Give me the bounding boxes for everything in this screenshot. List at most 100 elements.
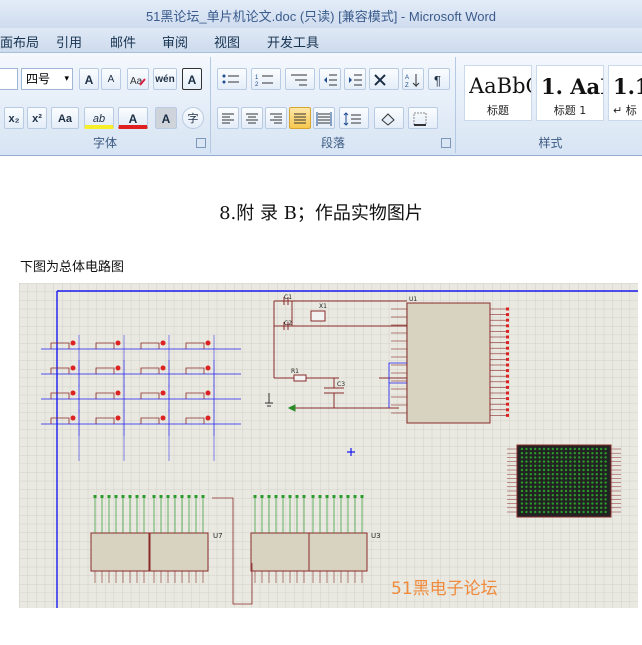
tab-page-layout[interactable]: 面布局 — [0, 36, 40, 51]
c3-label: C3 — [337, 381, 345, 388]
align-right-icon — [270, 113, 282, 124]
led-matrix-dots — [507, 447, 621, 514]
font-group: 四号 ▾ A A Aa wén A x₂ x² Aa ab A A 字 字体 — [0, 57, 211, 153]
font-group-label: 字体 — [92, 136, 117, 150]
figure-caption: 下图为总体电路图 — [20, 260, 125, 275]
distribute-button[interactable] — [313, 107, 335, 129]
tab-developer[interactable]: 开发工具 — [267, 36, 320, 51]
appendix-heading: 8.附 录 B；作品实物图片 — [219, 203, 423, 224]
x1-label: X1 — [319, 303, 327, 310]
clear-format-button[interactable]: Aa — [127, 68, 149, 90]
paragraph-group-label: 段落 — [320, 136, 345, 150]
led-matrix — [516, 444, 612, 518]
forum-watermark: 51黑电子论坛 — [391, 579, 498, 599]
chevron-down-icon: ▾ — [64, 74, 69, 84]
multilevel-list-icon — [291, 74, 307, 86]
tab-review[interactable]: 审阅 — [162, 36, 189, 51]
svg-text:Aa: Aa — [130, 76, 143, 87]
shift-register-chips — [90, 495, 368, 583]
svg-text:1: 1 — [255, 75, 259, 81]
borders-button[interactable] — [408, 107, 438, 129]
numbered-list-icon: 12 — [255, 75, 273, 88]
align-left-icon — [222, 113, 234, 124]
asian-layout-button[interactable] — [369, 68, 399, 90]
ribbon: 四号 ▾ A A Aa wén A x₂ x² Aa ab A A 字 字体 1… — [0, 53, 642, 156]
change-case-button[interactable]: Aa — [51, 107, 79, 129]
align-center-icon — [246, 113, 258, 124]
sort-icon: AZ — [405, 74, 420, 89]
svg-text:2: 2 — [255, 82, 259, 88]
justify-button[interactable] — [289, 107, 311, 129]
pilcrow-icon: ¶ — [434, 73, 441, 88]
u7-label: U7 — [213, 532, 223, 540]
dialog-launcher-icon[interactable] — [196, 138, 206, 148]
style-name: 标题 1 — [553, 104, 587, 117]
circuit-diagram-image: C1 C2 X1 R1 C3 U1 U7 U3 51黑电子论坛 — [19, 283, 638, 608]
mcu-pins — [391, 307, 509, 417]
styles-group-label: 样式 — [538, 136, 563, 150]
bullet-list-icon — [222, 74, 239, 84]
tab-references[interactable]: 引用 — [56, 36, 83, 51]
char-shading-button[interactable]: A — [155, 107, 177, 129]
font-size-combo[interactable]: 四号 ▾ — [21, 68, 73, 90]
distribute-icon — [316, 112, 332, 126]
c1-label: C1 — [284, 294, 292, 301]
mcu-chip — [406, 302, 491, 424]
subscript-button[interactable]: x₂ — [4, 107, 24, 129]
line-spacing-icon — [343, 112, 361, 126]
shading-button[interactable] — [374, 107, 404, 129]
title-bar: 51黑论坛_单片机论文.doc (只读) [兼容模式] - Microsoft … — [0, 0, 642, 28]
bullets-button[interactable] — [217, 68, 247, 90]
increase-indent-button[interactable] — [344, 68, 366, 90]
borders-icon — [413, 112, 427, 126]
r1-label: R1 — [291, 368, 299, 375]
tab-view[interactable]: 视图 — [214, 36, 241, 51]
paint-bucket-icon — [381, 113, 395, 126]
multilevel-list-button[interactable] — [285, 68, 315, 90]
style-heading-1[interactable]: 1. AaI 标题 1 — [536, 65, 604, 121]
justify-icon — [294, 113, 306, 124]
align-left-button[interactable] — [217, 107, 239, 129]
svg-text:¶: ¶ — [434, 73, 441, 88]
style-sample: 1. AaI — [541, 74, 603, 99]
document-page[interactable]: 8.附 录 B；作品实物图片 下图为总体电路图 C1 C2 X1 R1 — [0, 156, 642, 645]
decrease-indent-button[interactable] — [319, 68, 341, 90]
u1-label: U1 — [409, 296, 417, 303]
keypad-matrix — [41, 335, 241, 461]
style-title[interactable]: AaBbC 标题 — [464, 65, 532, 121]
style-name: 标题 — [487, 104, 509, 117]
style-sample: 1.1 — [613, 74, 642, 99]
align-right-button[interactable] — [265, 107, 287, 129]
increase-indent-icon — [349, 74, 362, 86]
align-center-button[interactable] — [241, 107, 263, 129]
decrease-indent-icon — [324, 74, 337, 86]
svg-text:A: A — [405, 75, 409, 81]
grow-font-button[interactable]: A — [79, 68, 99, 90]
font-size-value: 四号 — [26, 72, 51, 86]
shrink-font-button[interactable]: A — [101, 68, 121, 90]
window-title: 51黑论坛_单片机论文.doc (只读) [兼容模式] - Microsoft … — [145, 9, 497, 24]
phonetic-guide-button[interactable]: wén — [153, 68, 177, 90]
svg-text:Z: Z — [405, 83, 409, 88]
font-name-combo-tail[interactable] — [0, 68, 18, 90]
style-sample: AaBbC — [469, 74, 531, 98]
superscript-button[interactable]: x² — [27, 107, 47, 129]
styles-group: AaBbC 标题 1. AaI 标题 1 1.1 ↵ 标 样式 — [459, 57, 642, 153]
char-border-button[interactable]: A — [182, 68, 202, 90]
style-heading-2[interactable]: 1.1 ↵ 标 — [608, 65, 642, 121]
highlight-button[interactable]: ab — [84, 107, 114, 129]
dialog-launcher-icon[interactable] — [441, 138, 451, 148]
show-marks-button[interactable]: ¶ — [428, 68, 450, 90]
c2-label: C2 — [284, 320, 292, 327]
font-color-button[interactable]: A — [118, 107, 148, 129]
asian-layout-icon — [374, 74, 386, 86]
tab-mailings[interactable]: 邮件 — [110, 36, 137, 51]
style-name: ↵ 标 — [613, 104, 637, 117]
u3-label: U3 — [371, 532, 381, 540]
line-spacing-button[interactable] — [339, 107, 369, 129]
clear-format-icon: Aa — [130, 76, 146, 87]
enclose-char-button[interactable]: 字 — [182, 107, 204, 129]
